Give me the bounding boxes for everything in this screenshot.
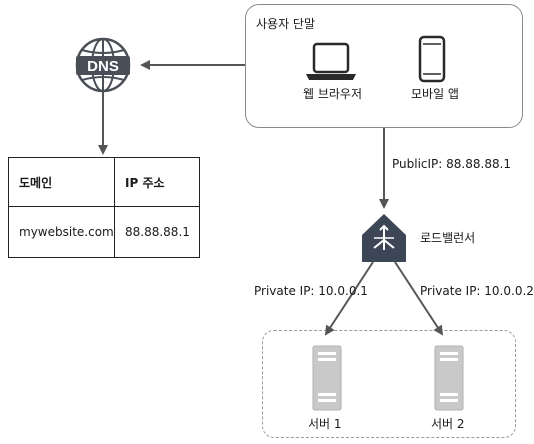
table-cell-domain: mywebsite.com — [8, 206, 115, 258]
load-balancer-icon — [362, 214, 406, 262]
private-ip-1-label: Private IP: 10.0.0.1 — [254, 284, 368, 298]
server-2-label: 서버 2 — [431, 417, 465, 431]
table-row: mywebsite.com 88.88.88.1 — [8, 206, 200, 258]
lb-to-server2-arrow — [394, 261, 444, 336]
lb-to-server1-arrow — [324, 261, 374, 336]
table-header-row: 도메인 IP 주소 — [8, 157, 200, 207]
web-browser-label: 웹 브라우저 — [303, 87, 363, 101]
laptop-icon — [306, 42, 356, 80]
mobile-app-label: 모바일 앱 — [411, 87, 459, 101]
dns-icon-label: DNS — [87, 58, 119, 75]
public-ip-label: PublicIP: 88.88.88.1 — [392, 157, 512, 171]
client-devices-group — [245, 4, 523, 128]
dns-globe-icon — [75, 37, 131, 93]
server-group — [262, 330, 516, 438]
server-1-label: 서버 1 — [308, 417, 342, 431]
table-header-ip: IP 주소 — [114, 157, 200, 207]
private-ip-2-label: Private IP: 10.0.0.2 — [420, 284, 534, 298]
load-balancer-label: 로드밸런서 — [420, 231, 476, 245]
server-1-icon — [312, 345, 342, 411]
server-2-icon — [434, 345, 464, 411]
mobile-phone-icon — [418, 35, 446, 83]
table-cell-ip: 88.88.88.1 — [114, 206, 200, 258]
dns-record-table: 도메인 IP 주소 mywebsite.com 88.88.88.1 — [8, 157, 200, 258]
client-devices-title: 사용자 단말 — [256, 17, 316, 31]
table-header-domain: 도메인 — [8, 157, 115, 207]
